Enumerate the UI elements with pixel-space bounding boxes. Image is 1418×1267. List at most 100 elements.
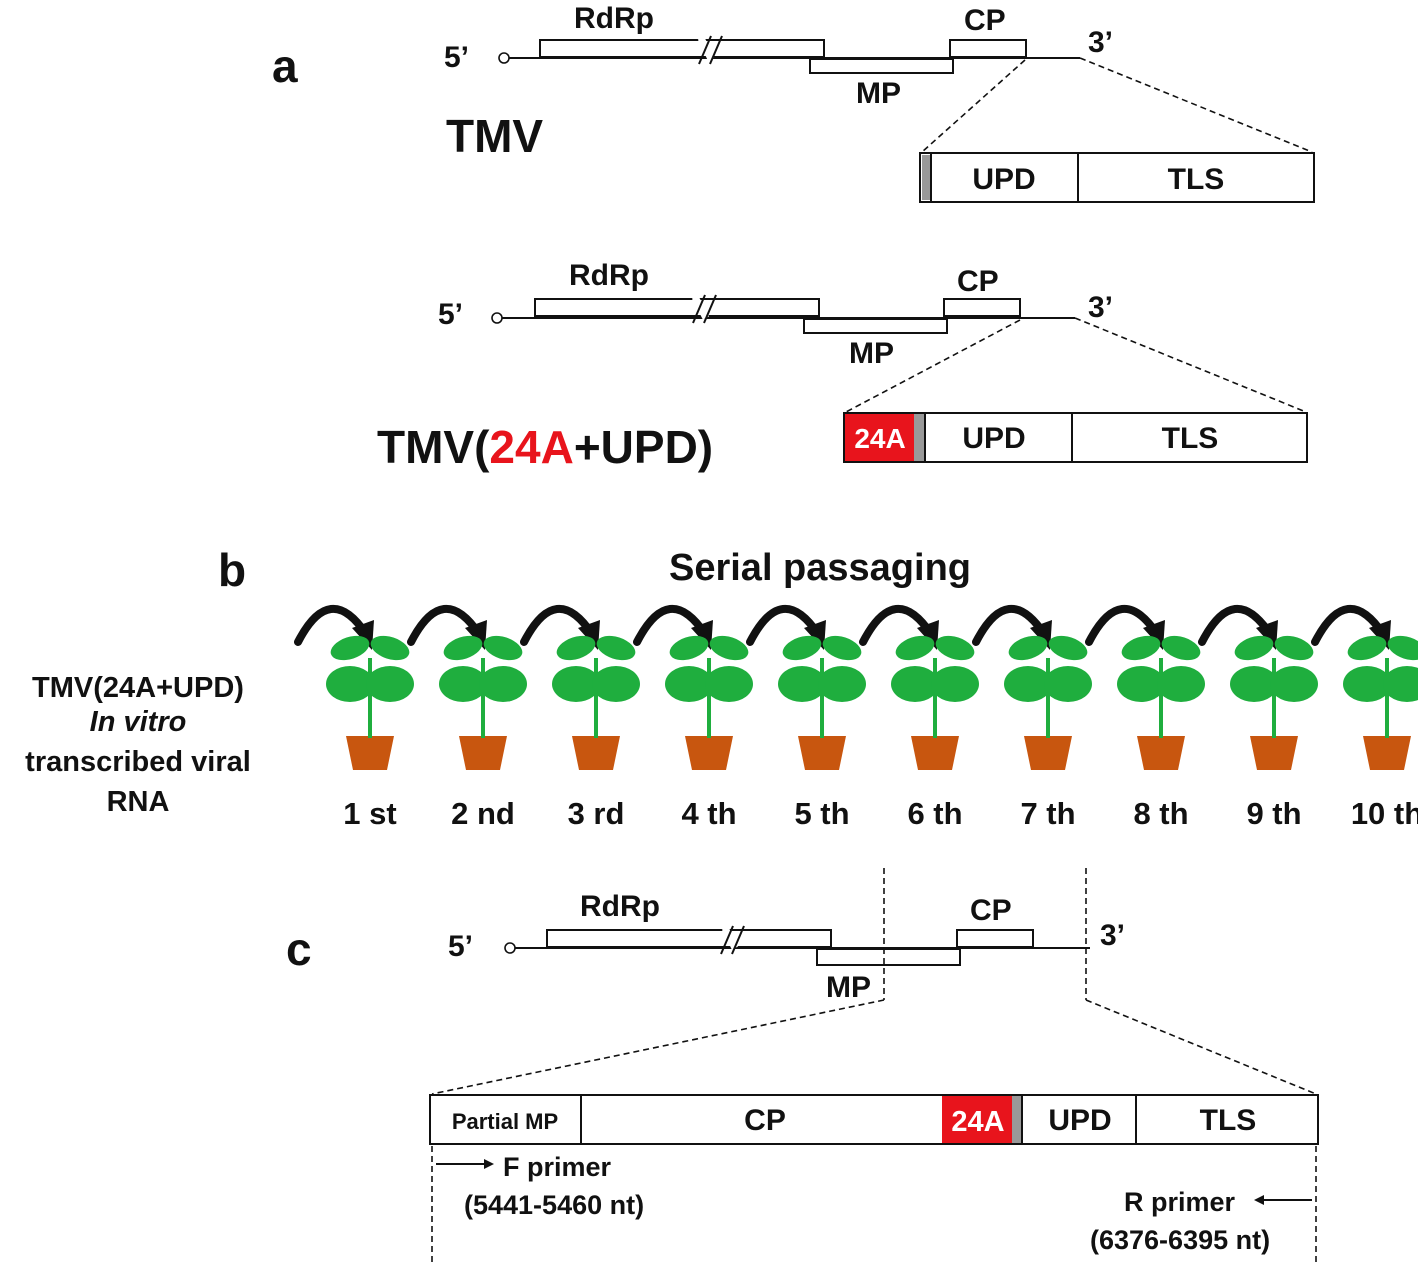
plant-icon [1343, 631, 1418, 770]
rdrp-box [534, 298, 820, 317]
passage-arrow-icon [294, 604, 370, 646]
zoom-guide-left [845, 319, 1021, 413]
zoom-guide-right [1085, 999, 1317, 1095]
passage-label: 3 rd [568, 796, 625, 831]
zoom-guide-left [431, 999, 885, 1095]
panel-c: c 5’ RdRp MP CP 3’ Partial M [286, 868, 1319, 1264]
24a-insert-label: 24A [854, 423, 905, 454]
cp-label: CP [964, 4, 1006, 37]
passage-arrow-icon [859, 604, 935, 646]
cp-label: CP [744, 1104, 786, 1137]
break-mark [720, 925, 734, 955]
spacer-segment [922, 155, 930, 200]
upd-label: UPD [1048, 1104, 1111, 1137]
plant-icon [665, 631, 753, 770]
rt-pcr-amplicon: Partial MP CP 24A UPD TLS [429, 1094, 1319, 1145]
mp-box [803, 318, 948, 334]
five-prime-label: 5’ [448, 930, 473, 963]
cp-label: CP [970, 894, 1012, 927]
passage-arrow-icon [407, 604, 483, 646]
passage-arrow-icon [746, 604, 822, 646]
cp-box [956, 929, 1034, 948]
tmv-24a-upd-3prime-region: 24A UPD TLS [843, 412, 1308, 463]
panel-label-b: b [218, 544, 246, 596]
source-line: In vitro [90, 706, 187, 738]
upd-label: UPD [972, 163, 1035, 196]
panel-label-c: c [286, 923, 312, 975]
zoom-guide-right [1074, 317, 1307, 413]
break-mark [698, 35, 712, 65]
cp-box [949, 39, 1027, 58]
24a-insert-segment [942, 1096, 1012, 1143]
zoom-guide-right [1079, 57, 1313, 153]
source-line: transcribed viral [25, 746, 251, 778]
mp-box [816, 948, 961, 966]
passage-arrow-icon [520, 604, 596, 646]
mp-box [809, 58, 954, 74]
passage-arrow-icon [1198, 604, 1274, 646]
24a-insert-label: 24A [951, 1106, 1004, 1138]
plant-icon [326, 631, 414, 770]
spacer-segment [1012, 1096, 1022, 1143]
source-line: TMV(24A+UPD) [32, 672, 244, 704]
partial-mp-label: Partial MP [452, 1109, 558, 1134]
plant-icon [552, 631, 640, 770]
panel-label-a: a [272, 40, 298, 92]
source-description: TMV(24A+UPD) In vitro transcribed viral … [25, 672, 251, 818]
passage-labels: 1 st 2 nd 3 rd 4 th 5 th 6 th 7 th 8 th 9 th 10 t… [343, 796, 1418, 831]
source-line: RNA [107, 786, 170, 818]
f-primer-range: (5441-5460 nt) [464, 1190, 644, 1220]
tmv-genome-map: 5’ RdRp MP CP 3’ [448, 890, 1125, 1004]
passage-label: 7 th [1020, 796, 1075, 831]
serial-passaging-title: Serial passaging [669, 547, 971, 589]
passage-label: 10 th [1351, 796, 1418, 831]
passage-label: 4 th [681, 796, 736, 831]
plant-icon [1117, 631, 1205, 770]
plant-icon [1230, 631, 1318, 770]
three-prime-label: 3’ [1088, 26, 1113, 59]
five-prime-label: 5’ [438, 298, 463, 331]
passage-label: 5 th [794, 796, 849, 831]
passage-arrow-icon [972, 604, 1048, 646]
rdrp-box [546, 929, 832, 948]
r-primer-range: (6376-6395 nt) [1090, 1225, 1270, 1255]
passage-label: 9 th [1246, 796, 1301, 831]
cap-symbol [504, 942, 516, 954]
24a-insert-segment [845, 414, 914, 461]
passage-arrow-icon [1311, 604, 1387, 646]
zoom-guide-left [921, 59, 1026, 153]
five-prime-label: 5’ [444, 41, 469, 74]
plant-icon [1004, 631, 1092, 770]
mp-label: MP [826, 971, 871, 1004]
cap-symbol [491, 312, 503, 324]
upd-label: UPD [962, 422, 1025, 455]
passage-plants [326, 631, 1418, 770]
passage-arrow-icon [633, 604, 709, 646]
r-primer-label: R primer [1124, 1187, 1236, 1217]
three-prime-label: 3’ [1088, 291, 1113, 324]
mp-label: MP [849, 337, 894, 370]
three-prime-label: 3’ [1100, 919, 1125, 952]
rdrp-label: RdRp [580, 890, 660, 923]
cp-label: CP [957, 265, 999, 298]
rdrp-label: RdRp [569, 259, 649, 292]
tls-label: TLS [1200, 1104, 1257, 1137]
panel-b: b Serial passaging TMV(24A+UPD) In vitro… [25, 544, 1418, 831]
cp-box [943, 298, 1021, 317]
tmv-24a-upd-construct-name: TMV(24A+UPD) [377, 421, 713, 473]
rdrp-label: RdRp [574, 2, 654, 35]
passage-label: 1 st [343, 796, 396, 831]
tmv-3prime-region: UPD TLS [919, 152, 1315, 203]
passage-label: 6 th [907, 796, 962, 831]
plant-icon [891, 631, 979, 770]
break-mark [692, 294, 706, 324]
cap-symbol [498, 52, 510, 64]
tmv-construct-name: TMV [446, 110, 543, 162]
passage-label: 8 th [1133, 796, 1188, 831]
plant-icon [778, 631, 866, 770]
passage-label: 2 nd [451, 796, 515, 831]
passage-arrow-icon [1085, 604, 1161, 646]
tmv-genome-map: 5’ RdRp MP CP 3’ [444, 2, 1113, 110]
plant-icon [439, 631, 527, 770]
